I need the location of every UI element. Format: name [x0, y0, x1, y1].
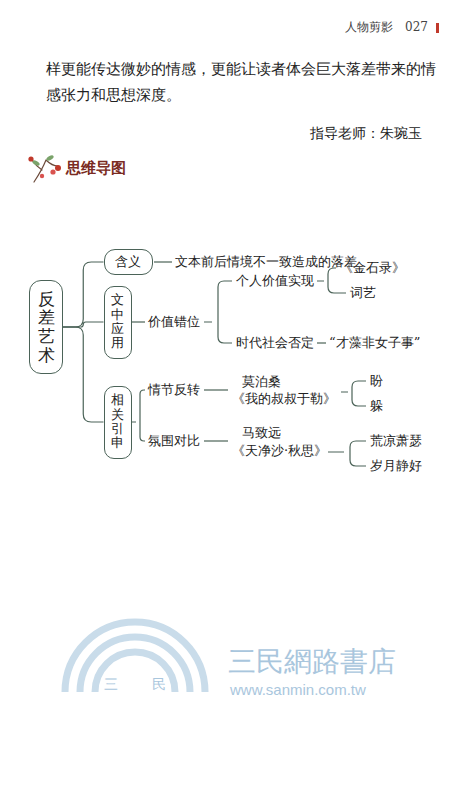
- root-box: 反差艺术: [29, 280, 63, 374]
- branch-text: 莫泊桑: [242, 374, 281, 391]
- topic-box: 相关引申: [104, 386, 132, 459]
- branch-connector: [63, 322, 104, 327]
- branch-text: 荒凉萧瑟: [370, 433, 422, 450]
- branch-text: 《金石录》: [340, 260, 405, 277]
- teacher-credit: 指导老师：朱琬玉: [310, 124, 422, 142]
- node-text: 含义: [115, 254, 141, 271]
- section-heading: 思维导图: [66, 159, 126, 179]
- branch-text: 躲: [370, 398, 383, 415]
- branch-text: 岁月静好: [370, 458, 422, 475]
- mindmap-lines: [132, 262, 366, 466]
- branch-text: 情节反转: [148, 382, 200, 399]
- flower-icon: [28, 154, 61, 182]
- branch-text: 文本前后情境不一致造成的落差: [175, 254, 357, 271]
- branch-text: 个人价值实现: [236, 273, 314, 290]
- node-text: 文中应用: [111, 293, 124, 350]
- topic-pill: 含义: [104, 249, 153, 275]
- running-head: 人物剪影: [345, 20, 393, 36]
- branch-connector: [63, 262, 104, 327]
- topic-box: 文中应用: [104, 286, 132, 359]
- page-number: 027: [405, 20, 428, 36]
- body-text: 感张力和思想深度。: [46, 86, 181, 106]
- branch-text: “才藻非女子事”: [329, 335, 420, 352]
- node-text: 相关引申: [111, 393, 124, 450]
- branch-text: 氛围对比: [148, 433, 200, 450]
- body-text: 样更能传达微妙的情感，更能让读者体会巨大落差带来的情: [46, 60, 436, 80]
- watermark-text: 三: [104, 675, 118, 693]
- watermark-logo: [65, 622, 205, 692]
- branch-text: 词艺: [350, 285, 376, 302]
- watermark-url: www.sanmin.com.tw: [230, 680, 366, 700]
- branch-text: 《我的叔叔于勒》: [232, 391, 336, 408]
- branch-text: 盼: [370, 373, 383, 390]
- page-mark: [436, 23, 439, 33]
- node-text: 反差艺术: [38, 290, 55, 365]
- branch-text: 价值错位: [148, 314, 200, 331]
- watermark-text: 三民網路書店: [228, 644, 396, 680]
- branch-text: 《天净沙·秋思》: [232, 443, 327, 460]
- branch-text: 马致远: [242, 425, 281, 442]
- watermark-text: 民: [152, 675, 166, 693]
- branch-text: 时代社会否定: [236, 335, 314, 352]
- branch-connector: [63, 327, 104, 422]
